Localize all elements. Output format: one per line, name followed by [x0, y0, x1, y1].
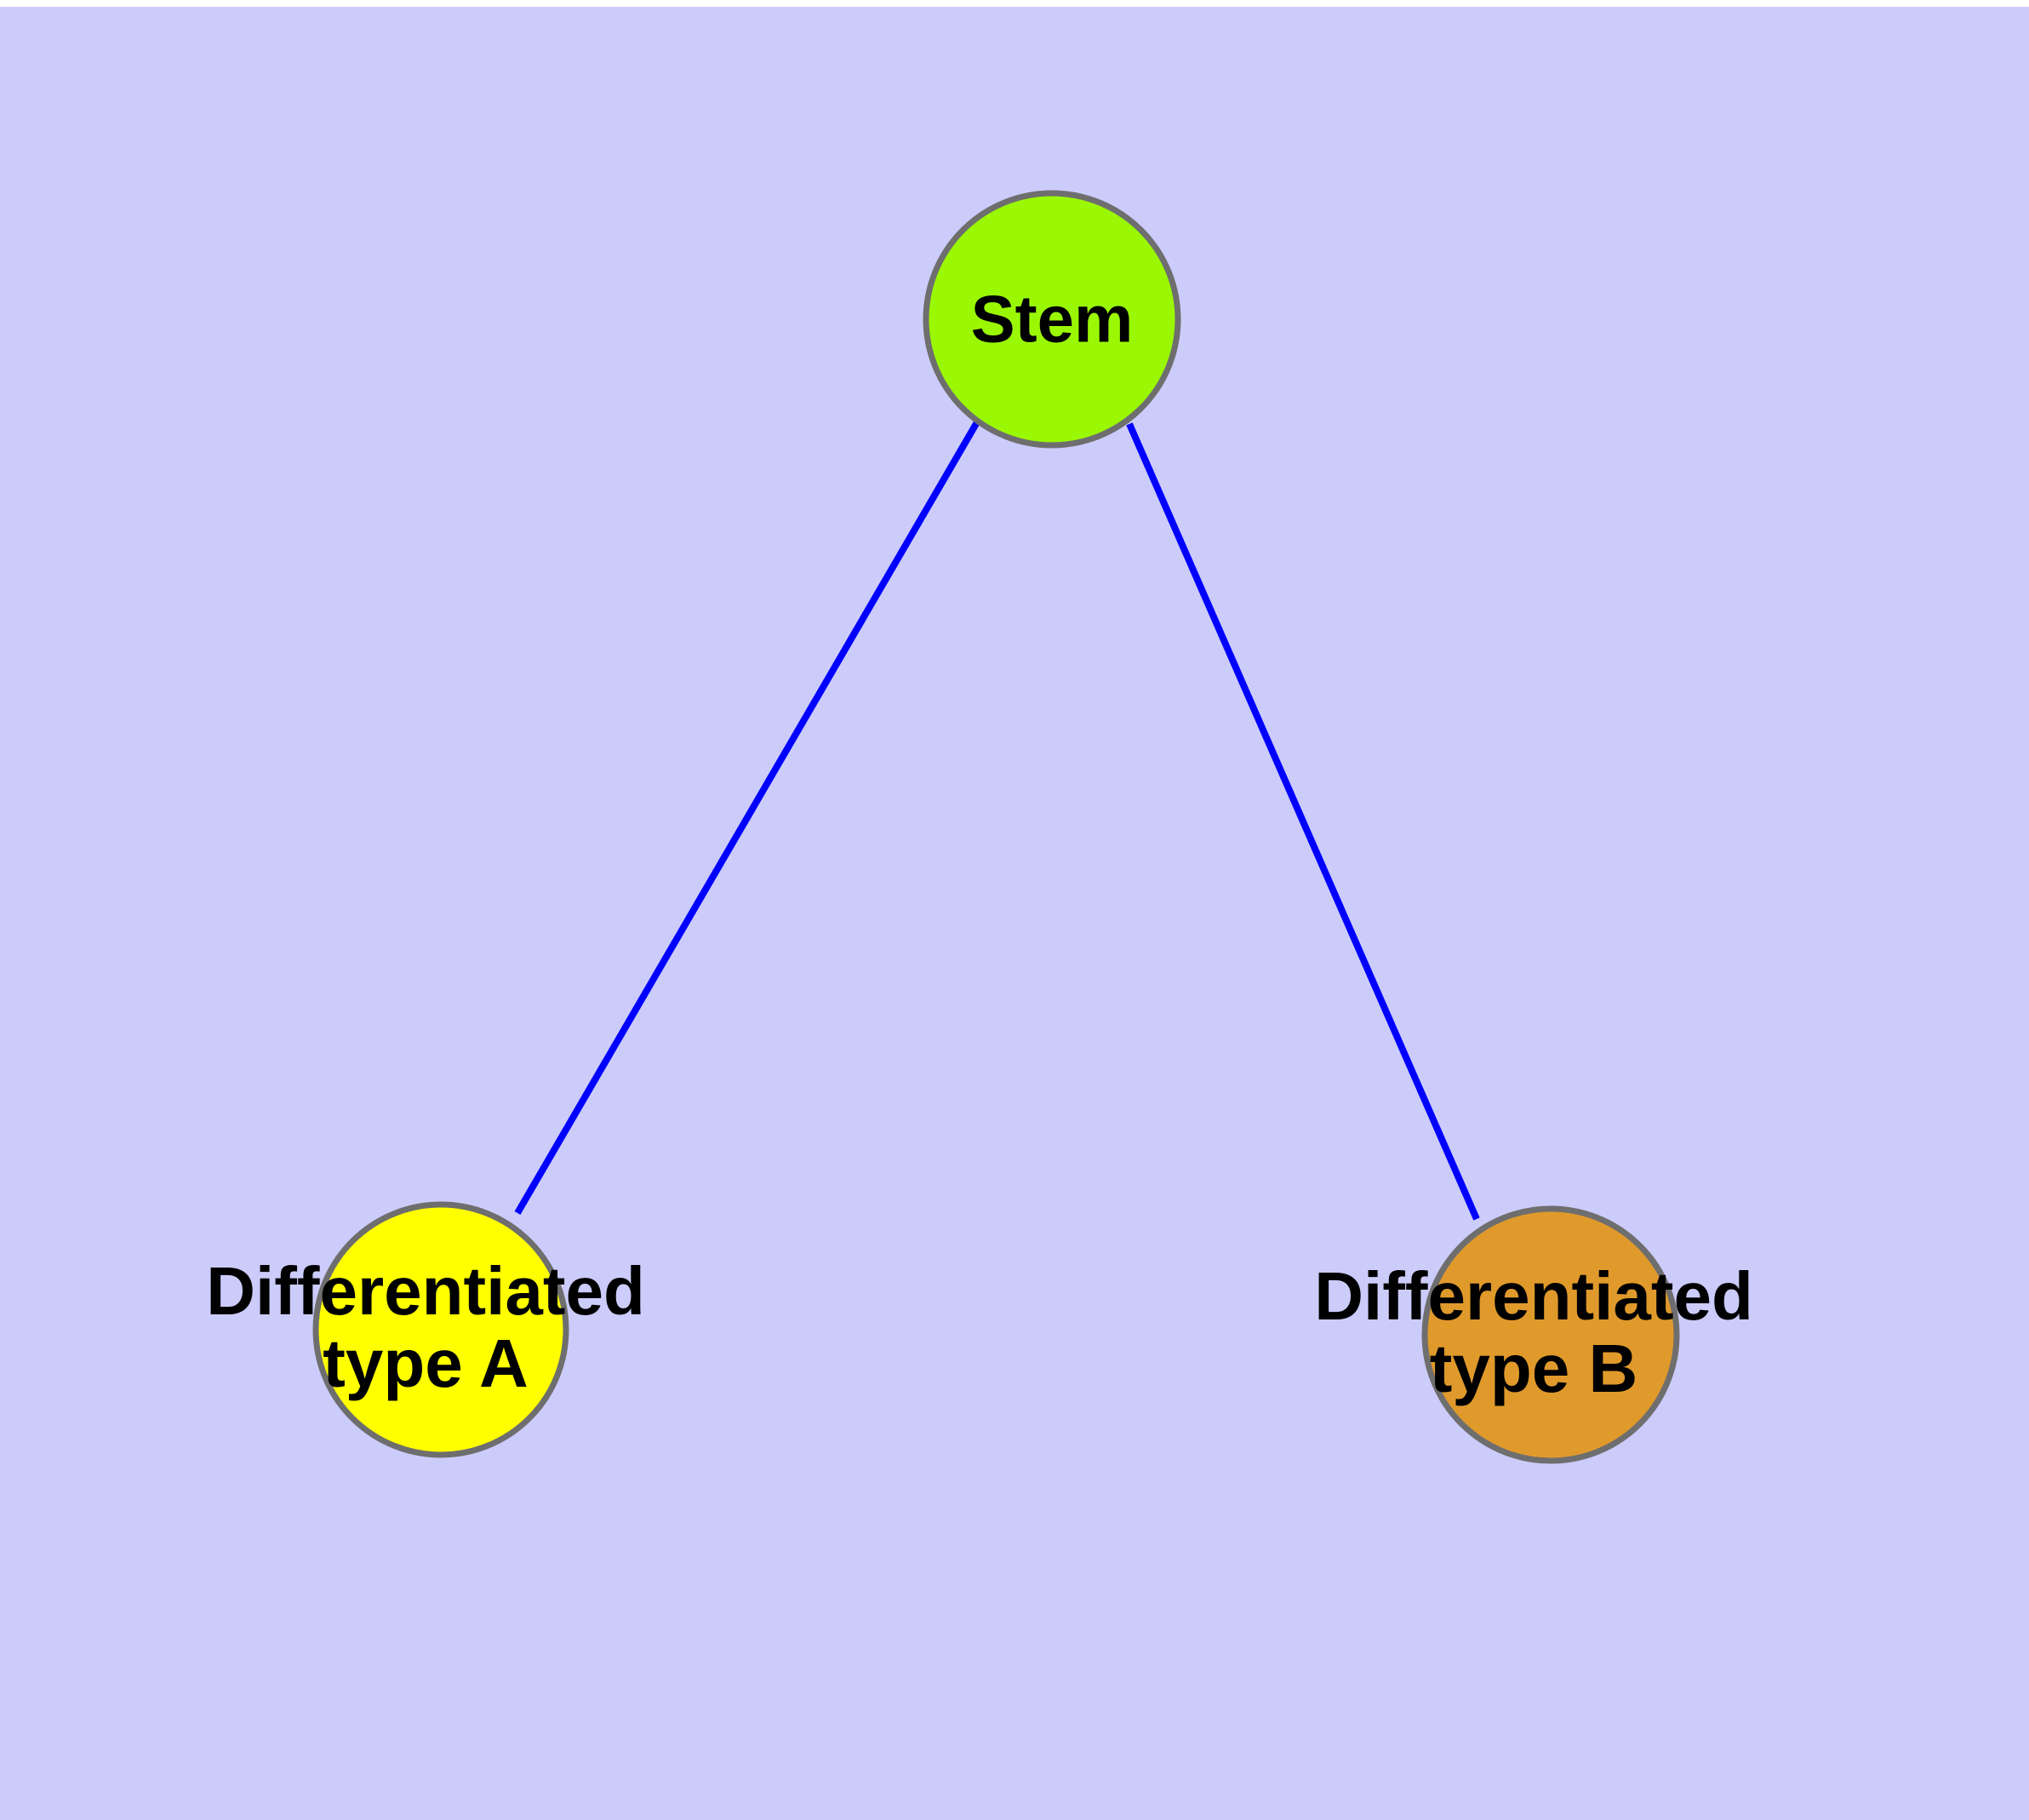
node-stem[interactable]: [923, 190, 1181, 449]
edge-stem-to-differentiated-type-b[interactable]: [1126, 422, 1480, 1221]
node-layer: [312, 190, 1680, 1464]
node-differentiated-type-a[interactable]: [312, 1201, 569, 1458]
edge-stem-to-differentiated-type-a[interactable]: [514, 420, 980, 1216]
edge-layer: [514, 420, 1480, 1221]
node-differentiated-type-b[interactable]: [1421, 1205, 1680, 1464]
